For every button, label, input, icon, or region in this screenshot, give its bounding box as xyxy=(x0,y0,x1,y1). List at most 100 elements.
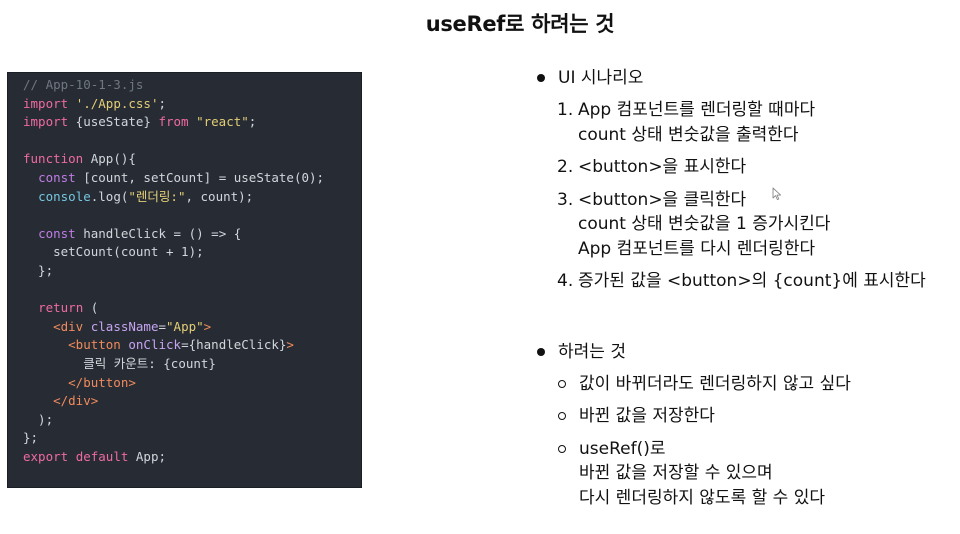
code-token: import xyxy=(23,95,69,111)
code-token xyxy=(23,375,68,390)
code-block: // App-10-1-3.js import './App.css'; imp… xyxy=(7,72,362,488)
code-line: 클릭 카운트: {count} xyxy=(23,356,216,371)
circle-bullet-icon xyxy=(558,444,566,453)
code-token: return xyxy=(38,300,84,316)
code-line: console.log("렌더링:", count); xyxy=(23,189,253,204)
code-token xyxy=(23,226,38,241)
item-text-line: 바뀐 값을 저장할 수 있으며 xyxy=(579,463,773,483)
code-token: handleClick = () => { xyxy=(75,225,242,241)
item-text-line: App 컴포넌트를 렌더링할 때마다 xyxy=(578,100,816,120)
code-token: ; xyxy=(248,114,257,130)
code-token xyxy=(23,337,68,352)
code-line: const handleClick = () => { xyxy=(23,226,241,241)
code-line: }; xyxy=(23,263,53,278)
code-token xyxy=(23,189,38,204)
item-number: 2. xyxy=(557,157,574,177)
scenario-item: 4.증가된 값을 <button>의 {count}에 표시한다 xyxy=(557,269,956,294)
code-token: .log( xyxy=(90,188,129,204)
item-text-line: 값이 바뀌더라도 렌더링하지 않고 싶다 xyxy=(579,373,851,394)
section-heading-text: 하려는 것 xyxy=(558,341,626,362)
scenario-item: 1.App 컴포넌트를 렌더링할 때마다 count 상태 변숫값을 출력한다 xyxy=(557,98,956,147)
code-token: }; xyxy=(23,262,54,278)
code-token: = xyxy=(158,318,167,334)
code-line: </button> xyxy=(23,375,136,390)
code-token: </div> xyxy=(53,393,99,409)
code-token: <div xyxy=(53,318,84,334)
code-token xyxy=(23,393,53,408)
code-token: , count); xyxy=(185,188,254,204)
item-text-line: 다시 렌더링하지 않도록 할 수 있다 xyxy=(579,487,825,508)
code-token: ={handleClick} xyxy=(181,337,287,353)
item-number: 1. xyxy=(557,100,574,120)
code-token xyxy=(23,300,38,315)
code-token: > xyxy=(286,337,294,353)
code-token xyxy=(189,114,197,129)
code-token: ; xyxy=(158,95,167,111)
item-text-line: 증가된 값을 <button>의 {count}에 표시한다 xyxy=(578,271,926,291)
code-token: from xyxy=(158,114,189,130)
code-line: ); xyxy=(23,412,53,427)
code-token: function xyxy=(23,151,84,167)
code-line: // App-10-1-3.js xyxy=(23,77,143,92)
code-token: // App-10-1-3.js xyxy=(23,77,144,92)
code-token xyxy=(83,319,91,334)
code-token: className xyxy=(90,318,159,334)
item-number: 3. xyxy=(557,189,574,210)
code-line: function App(){ xyxy=(23,151,136,166)
code-token: setCount(count + 1); xyxy=(23,244,204,260)
code-token: "렌더링:" xyxy=(128,188,186,204)
scenario-item: 2.<button>을 표시한다 xyxy=(557,155,956,180)
section-heading-goal: 하려는 것 xyxy=(536,338,956,366)
code-token: default xyxy=(75,448,129,464)
code-line: const [count, setCount] = useState(0); xyxy=(23,170,324,185)
code-token: const xyxy=(38,169,76,185)
item-text-line: count 상태 변숫값을 출력한다 xyxy=(578,124,799,145)
code-token xyxy=(68,449,76,464)
section-heading-text: UI 시나리오 xyxy=(558,68,644,88)
code-token: import xyxy=(23,114,69,130)
code-token: './App.css' xyxy=(75,95,159,111)
code-token: > xyxy=(203,318,212,334)
circle-bullet-icon xyxy=(558,379,566,388)
goal-item: 값이 바뀌더라도 렌더링하지 않고 싶다 xyxy=(557,372,956,397)
item-text-line: App 컴포넌트를 다시 렌더링한다 xyxy=(578,238,816,259)
code-line: import {useState} from "react"; xyxy=(23,114,256,129)
code-token: App(){ xyxy=(83,151,136,167)
code-token: const xyxy=(38,225,76,241)
code-token: console xyxy=(38,188,91,204)
code-token: ); xyxy=(23,411,54,427)
code-token: [count, setCount] = useState(0); xyxy=(75,169,325,185)
item-number: 4. xyxy=(557,271,574,291)
content-area: UI 시나리오 1.App 컴포넌트를 렌더링할 때마다 count 상태 변숫값… xyxy=(536,64,956,518)
bullet-icon xyxy=(537,74,545,82)
code-token xyxy=(23,170,38,185)
code-token: </button> xyxy=(68,374,136,390)
section-heading-scenario: UI 시나리오 xyxy=(536,64,956,92)
code-token: App; xyxy=(128,448,167,464)
code-text: // App-10-1-3.js import './App.css'; imp… xyxy=(8,73,361,466)
code-token xyxy=(68,96,76,111)
code-token: <button xyxy=(68,337,121,353)
code-line: <div className="App"> xyxy=(23,319,211,334)
code-line: setCount(count + 1); xyxy=(23,244,204,259)
code-token: 클릭 카운트: {count} xyxy=(23,355,216,371)
item-text-line: <button>을 클릭한다 xyxy=(578,189,747,210)
mouse-pointer-icon xyxy=(772,187,782,201)
item-text-line: <button>을 표시한다 xyxy=(578,157,747,177)
code-token: ( xyxy=(83,300,99,316)
slide-title: useRef로 하려는 것 xyxy=(425,12,615,36)
code-token: onClick xyxy=(128,337,182,353)
goal-item: 바뀐 값을 저장한다 xyxy=(557,404,956,429)
code-token: "react" xyxy=(196,114,249,130)
code-token: }; xyxy=(23,430,39,446)
code-token: {useState} xyxy=(68,114,159,130)
code-line: export default App; xyxy=(23,449,166,464)
code-line: <button onClick={handleClick}> xyxy=(23,337,294,352)
code-line: </div> xyxy=(23,393,98,408)
code-line: import './App.css'; xyxy=(23,96,166,111)
code-line: return ( xyxy=(23,300,98,315)
code-token xyxy=(23,319,53,334)
